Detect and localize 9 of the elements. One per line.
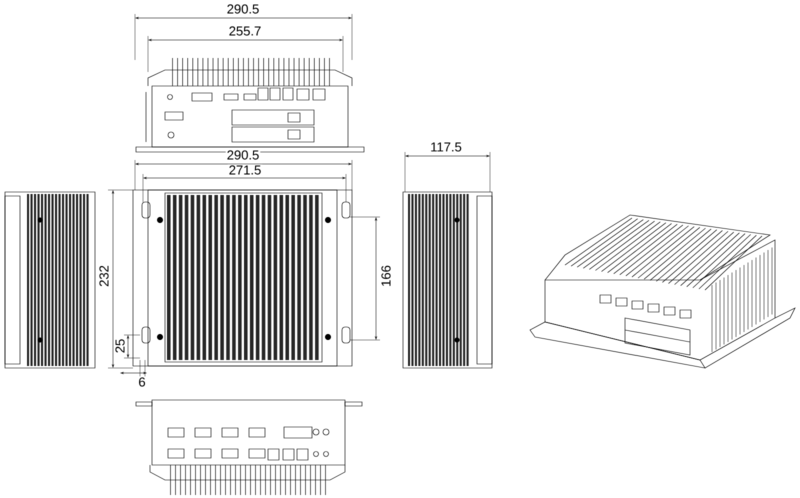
- dimension-label: 290.5: [226, 149, 260, 161]
- dimension-label: 117.5: [429, 141, 463, 153]
- dimension-label: 166: [380, 264, 392, 288]
- dimension-label: 232: [98, 264, 110, 288]
- dimension-label: 290.5: [226, 3, 260, 15]
- dimension-label: 271.5: [228, 164, 262, 176]
- dimension-label: 6: [137, 376, 147, 388]
- dimension-label: 25: [114, 338, 126, 354]
- dimension-label: 255.7: [228, 25, 262, 37]
